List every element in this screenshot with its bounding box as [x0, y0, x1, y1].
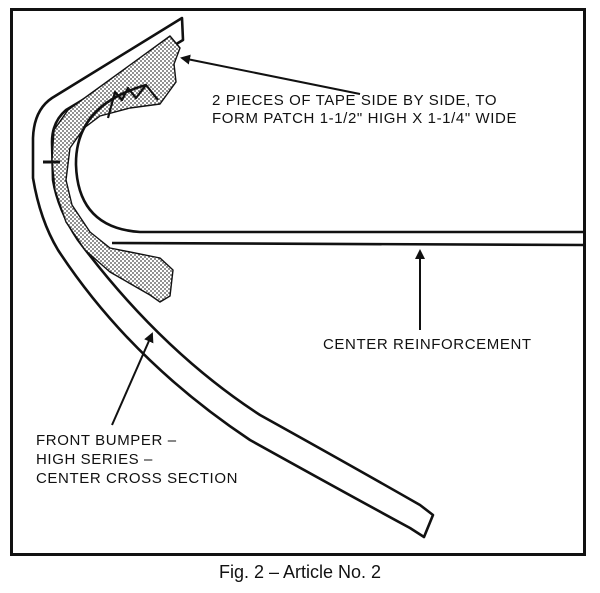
bumper-callout-line-1: FRONT BUMPER – — [36, 432, 177, 449]
figure-frame — [10, 8, 586, 556]
bumper-leader-arrow — [111, 332, 154, 426]
tape-callout-line-1: 2 PIECES OF TAPE SIDE BY SIDE, TO — [212, 92, 498, 109]
center-reinforcement-outline — [74, 83, 585, 234]
center-reinforcement-inner-line — [111, 241, 586, 247]
reinforcement-callout: CENTER REINFORCEMENT — [323, 336, 532, 353]
tape-patch — [51, 35, 181, 303]
bumper-callout-line-3: CENTER CROSS SECTION — [36, 470, 239, 487]
figure-caption: Fig. 2 – Article No. 2 — [218, 562, 382, 582]
bumper-callout-line-2: HIGH SERIES – — [36, 451, 153, 468]
tape-callout-line-2: FORM PATCH 1-1/2" HIGH X 1-1/4" WIDE — [212, 110, 518, 127]
tape-leader-arrow — [180, 54, 361, 95]
